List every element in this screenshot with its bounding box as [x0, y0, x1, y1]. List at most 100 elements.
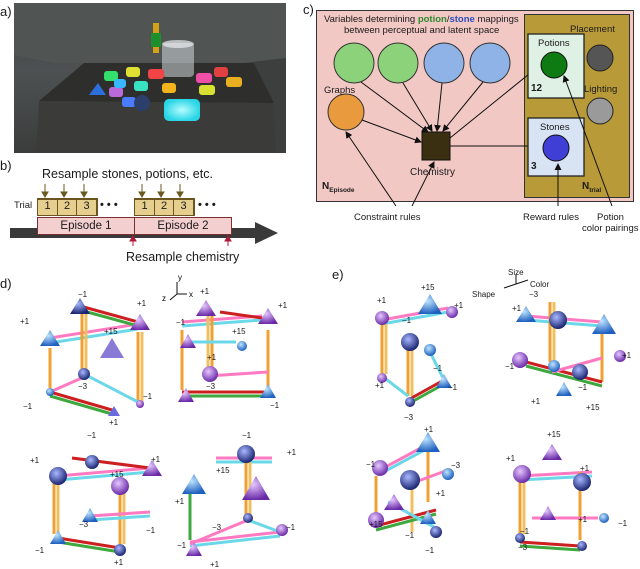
e-value-label: +1 [622, 351, 632, 360]
d-value-label: +1 [287, 448, 297, 457]
n-trial-label: Ntrial [582, 181, 601, 194]
d-value-label: +15 [216, 466, 230, 475]
panel-label-e: e) [332, 267, 344, 282]
d-value-label: +1 [109, 418, 119, 427]
panel-label-b: b) [0, 158, 12, 173]
d-value-label: −1 [177, 541, 187, 550]
axis-size: Size [508, 268, 524, 277]
d-value-label: +1 [200, 287, 210, 296]
e-value-label: −3 [529, 290, 539, 299]
e-value-label: +1 [377, 296, 387, 305]
e-value-label: −1 [405, 531, 415, 540]
episode-box-1: Episode 1 [37, 217, 135, 235]
d-value-label: +1 [278, 301, 288, 310]
n-episode-label: NEpisode [322, 181, 355, 194]
axis-color: Color [530, 280, 550, 289]
panel-label-a: a) [0, 4, 12, 19]
d-value-label: +15 [104, 327, 118, 336]
resample-chemistry-caption: Resample chemistry [126, 250, 240, 264]
e-value-label: +1 [578, 515, 588, 524]
trial-box: 2 [57, 199, 77, 216]
axis-x: x [189, 290, 193, 299]
e-value-label: −1 [448, 383, 458, 392]
n-episode-sub: Episode [329, 187, 355, 194]
potion-pairings-label-1: Potion [597, 212, 624, 223]
header-slash: / [446, 14, 450, 25]
trial-box: 1 [37, 199, 58, 216]
panel-label-c: c) [303, 2, 314, 17]
episode-ellipsis: • • • [232, 221, 249, 232]
header-stone-word: stone [449, 14, 475, 25]
game-scene-render [14, 3, 286, 153]
scene-illustration [14, 3, 286, 153]
e-value-label: −1 [578, 383, 588, 392]
header-potion-word: potion [417, 14, 447, 25]
d-value-label: −1 [176, 318, 186, 327]
trial-box: 2 [154, 199, 174, 216]
episode-box-2: Episode 2 [134, 217, 232, 235]
d-value-label: −1 [270, 401, 280, 410]
d-value-label: −3 [212, 523, 222, 532]
d-value-label: −1 [35, 546, 45, 555]
e-value-label: −1 [505, 362, 515, 371]
e-value-label: −1 [425, 546, 435, 555]
panel-d-cubes: y x z [40, 273, 288, 556]
variables-header: Variables determining potion/stone mappi… [324, 14, 519, 25]
e-value-label: +15 [369, 520, 383, 529]
variables-header-line2: between perceptual and latent space [344, 25, 500, 36]
e-value-label: +1 [580, 464, 590, 473]
d-value-label: −1 [87, 431, 97, 440]
n-trial-n: N [582, 181, 590, 192]
d-value-label: −3 [78, 382, 88, 391]
trial-ellipsis: • • • [198, 199, 216, 211]
d-value-label: −1 [242, 431, 252, 440]
d-value-label: −1 [143, 392, 153, 401]
e-value-label: −3 [404, 413, 414, 422]
chemistry-label: Chemistry [410, 167, 456, 178]
panel-e-cubes [368, 274, 626, 552]
e-value-label: +1 [436, 489, 446, 498]
axis-y: y [178, 273, 182, 282]
e-value-label: −1 [402, 316, 412, 325]
e-value-label: +1 [506, 454, 516, 463]
e-value-label: −1 [433, 364, 443, 373]
d-value-label: +1 [20, 317, 30, 326]
d-value-label: −1 [78, 290, 88, 299]
d-value-label: +15 [110, 470, 124, 479]
e-value-label: −1 [366, 460, 376, 469]
e-value-label: +1 [512, 304, 522, 313]
e-value-label: −1 [520, 527, 530, 536]
e-value-label: −1 [618, 519, 628, 528]
panel-label-d: d) [0, 276, 12, 291]
d-value-label: −3 [79, 520, 89, 529]
potions-label: Potions [538, 38, 570, 49]
axis-z: z [162, 294, 166, 303]
graphical-model-diagram [327, 33, 614, 207]
d-value-label: −3 [206, 382, 216, 391]
stones-label: Stones [540, 122, 570, 133]
trial-box: 3 [76, 199, 97, 216]
e-value-label: +15 [547, 430, 561, 439]
e-value-label: +1 [375, 381, 385, 390]
d-value-label: +1 [30, 456, 40, 465]
resample-stones-caption: Resample stones, potions, etc. [42, 167, 213, 181]
e-value-label: −3 [451, 461, 461, 470]
e-value-label: +1 [531, 397, 541, 406]
d-value-label: +1 [207, 353, 217, 362]
e-value-label: +15 [421, 283, 435, 292]
trial-box: 1 [134, 199, 155, 216]
e-value-label: +1 [454, 301, 464, 310]
trial-box: 3 [173, 199, 194, 216]
stones-count: 3 [531, 161, 537, 172]
d-value-label: −1 [286, 523, 296, 532]
trial-ellipsis: • • • [100, 199, 118, 211]
e-value-label: +15 [586, 403, 600, 412]
d-value-label: +1 [210, 560, 220, 569]
potions-count: 12 [531, 83, 543, 94]
header-suffix: mappings [474, 14, 519, 25]
potion-pairings-label-2: color pairings [582, 223, 639, 234]
graphs-label: Graphs [324, 85, 356, 96]
e-value-label: −3 [518, 543, 528, 552]
d-value-label: −1 [146, 526, 156, 535]
constraint-rules-label: Constraint rules [354, 212, 421, 223]
